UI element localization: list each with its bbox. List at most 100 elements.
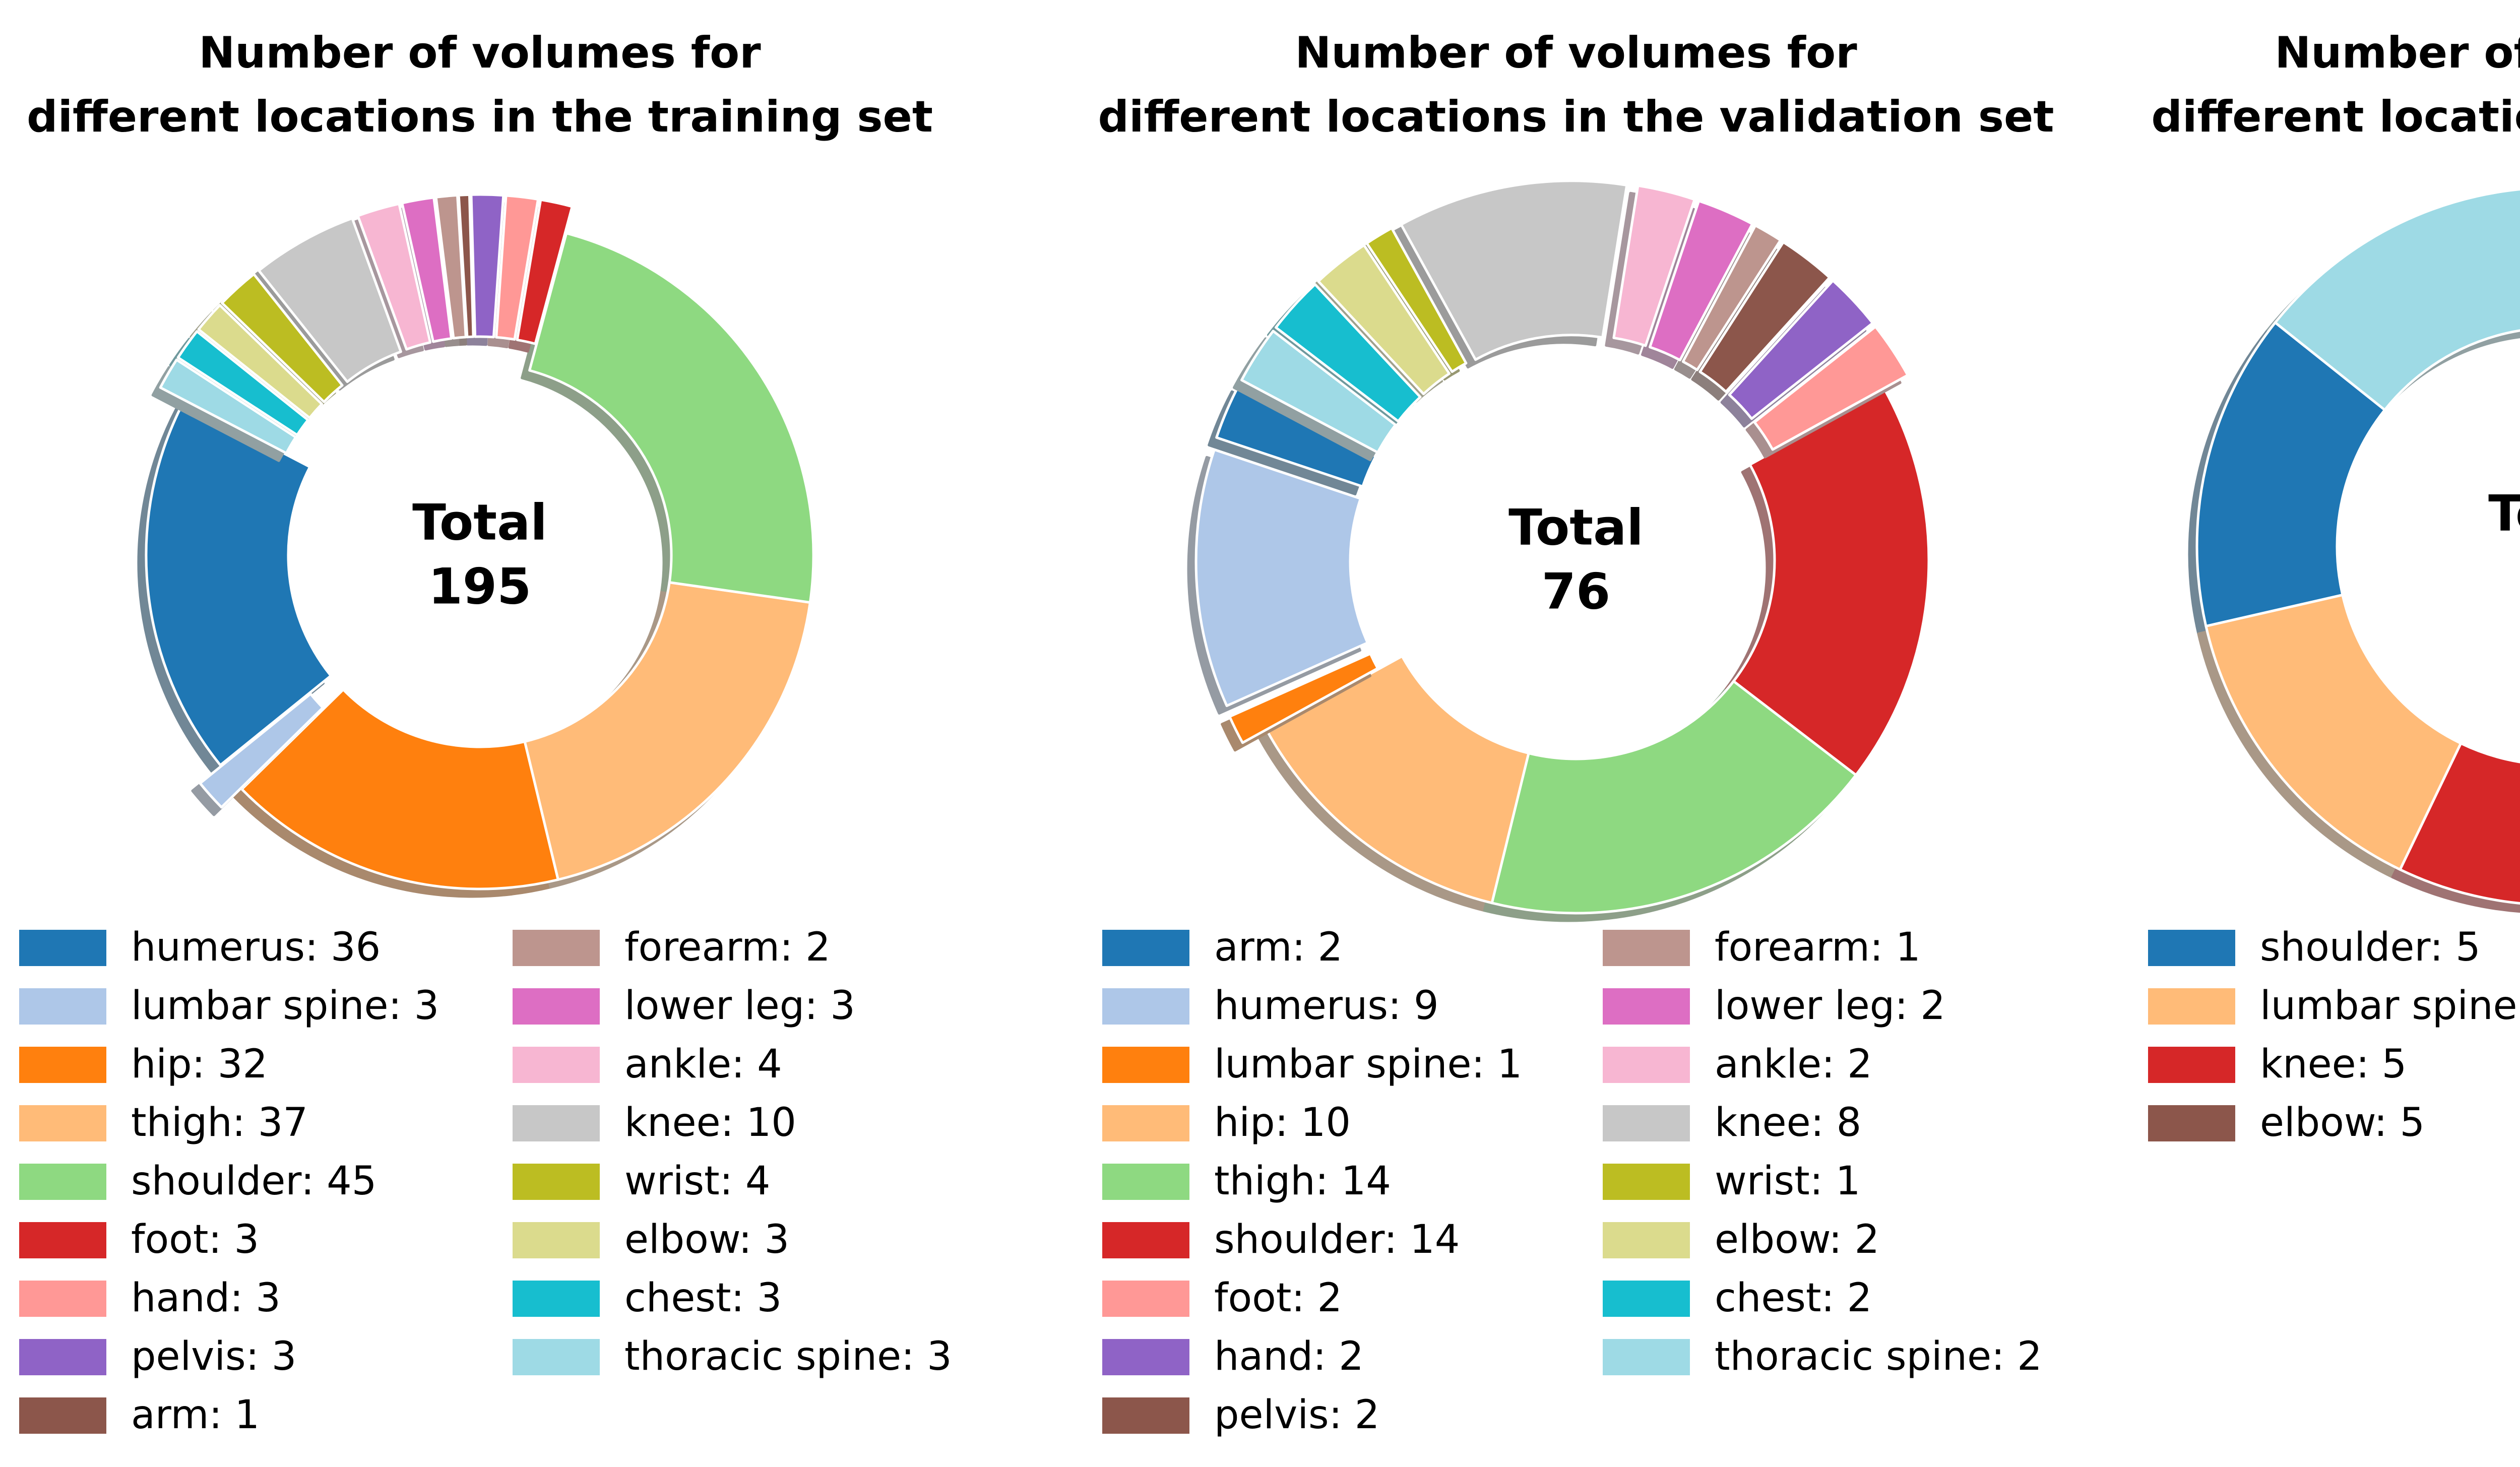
legend-label: hip: 10 [1214,1100,1351,1145]
donut-slice-foot [1753,325,1909,451]
legend-swatch-wrist [513,1163,600,1200]
donut-chart-validation [1187,179,1930,922]
legend-label: shoulder: 5 [2260,925,2481,970]
donut-slice-foot [516,198,574,345]
legend-item-training-pelvis: pelvis: 3 [19,1336,296,1378]
legend-item-training-arm: arm: 1 [19,1392,260,1438]
legend-item-validation-forearm: forearm: 1 [1603,927,1921,969]
donut-chart-training [137,193,815,898]
donut-slice-humerus [145,400,332,767]
legend-swatch-wrist [1603,1163,1690,1200]
legend-item-test-lumbar spine: lumbar spine: 5 [2148,985,2520,1027]
legend-swatch-hand [19,1280,106,1317]
legend-swatch-arm [19,1397,106,1434]
legend-label: hip: 32 [131,1042,268,1087]
donut-slice-elbow [197,304,324,419]
legend-label: chest: 3 [624,1275,782,1321]
donut-slice-shoulder [528,232,815,604]
legend-label: wrist: 4 [624,1159,771,1204]
legend-swatch-chest [513,1280,600,1317]
legend-item-validation-pelvis: pelvis: 2 [1102,1394,1379,1436]
donut-slice-thigh [1490,680,1857,915]
legend-label: lower leg: 3 [624,983,855,1029]
title-line-1: Number of volumes for [2275,28,2520,78]
donut-slice-pelvis [1698,240,1831,393]
chart-title-validation: Number of volumes for different location… [1098,21,2054,150]
center-total-value: 35 [2488,546,2520,610]
legend-swatch-lumbar spine [2148,988,2235,1025]
center-total-label: Total [1508,499,1644,557]
legend-item-training-hand: hand: 3 [19,1278,281,1319]
donut-slice-thigh [523,581,811,881]
legend-item-validation-hand: hand: 2 [1102,1336,1364,1378]
donut-slice-forearm [1681,224,1782,371]
legend-swatch-ankle [1603,1046,1690,1083]
legend-label: wrist: 1 [1715,1159,1861,1204]
legend-item-test-elbow: elbow: 5 [2148,1102,2425,1144]
legend-label: arm: 1 [131,1392,260,1438]
title-line-2: different locations in the validation se… [1098,92,2054,143]
legend-swatch-hip [19,1046,106,1083]
donut-slice-thoracic spine [159,358,297,455]
donut-slice-hand [2274,188,2520,411]
legend-item-training-lumbar spine: lumbar spine: 3 [19,985,439,1027]
legend-item-test-shoulder: shoulder: 5 [2148,927,2481,969]
legend-label: chest: 2 [1715,1275,1872,1321]
legend-swatch-shoulder [19,1163,106,1200]
center-total-value: 195 [428,558,532,616]
donut-slice-hip [1266,655,1530,905]
title-line-1: Number of volumes for [199,28,761,78]
legend-swatch-knee [1603,1105,1690,1141]
legend-item-validation-shoulder: shoulder: 14 [1102,1219,1460,1261]
legend-item-validation-thigh: thigh: 14 [1102,1161,1391,1202]
legend-swatch-elbow [1603,1222,1690,1258]
legend-swatch-knee [2148,1046,2235,1083]
legend-item-validation-lumbar spine: lumbar spine: 1 [1102,1044,1522,1086]
legend-item-test-knee: knee: 5 [2148,1044,2407,1086]
donut-slice-thoracic spine [1240,330,1397,454]
legend-swatch-elbow [2148,1105,2235,1141]
donut-slice-knee [2399,742,2520,905]
legend-swatch-humerus [1102,988,1189,1025]
donut-slice-chest [176,330,309,436]
legend-label: lumbar spine: 1 [1214,1042,1523,1087]
donut-slice-knee [1400,179,1628,361]
legend-label: humerus: 9 [1214,983,1439,1029]
legend-item-training-hip: hip: 32 [19,1044,268,1086]
legend-swatch-lower leg [513,988,600,1025]
legend-item-training-wrist: wrist: 4 [513,1161,770,1202]
legend-swatch-lumbar spine [19,988,106,1025]
center-total-label: Total [2488,485,2520,543]
legend-swatch-forearm [513,929,600,966]
legend-label: lower leg: 2 [1715,983,1945,1029]
legend-swatch-pelvis [1102,1397,1189,1434]
legend-item-validation-lower leg: lower leg: 2 [1603,983,1945,1029]
center-total-value: 76 [1541,563,1611,621]
donut-slice-chest [1275,283,1422,423]
legend-label: thoracic spine: 3 [624,1334,952,1379]
legend-label: knee: 5 [2260,1042,2407,1087]
legend-item-validation-ankle: ankle: 2 [1603,1044,1872,1086]
donut-slice-ankle [356,202,432,351]
legend-item-validation-hip: hip: 10 [1102,1100,1351,1145]
legend-swatch-thoracic spine [513,1338,600,1375]
donut-slice-humerus [1194,448,1369,708]
title-line-2: different locations in the training set [27,92,933,143]
donut-slice-lower leg [1649,200,1754,361]
legend-item-training-thigh: thigh: 37 [19,1102,308,1144]
legend-swatch-pelvis [19,1338,106,1375]
legend-swatch-foot [19,1222,106,1258]
legend-item-validation-foot: foot: 2 [1102,1278,1342,1319]
chart-title-test: Number of volumes for different location… [2151,21,2520,150]
legend-swatch-knee [513,1105,600,1141]
legend-label: hand: 2 [1214,1334,1364,1379]
legend-swatch-forearm [1603,929,1690,966]
donut-chart-test [2188,188,2520,913]
donut-slice-hip [240,688,559,890]
donut-slice-ankle [1612,184,1696,347]
legend-item-training-humerus: humerus: 36 [19,927,381,969]
legend-swatch-hand [1102,1338,1189,1375]
legend-item-training-lower leg: lower leg: 3 [513,983,855,1029]
legend-label: forearm: 2 [624,925,831,970]
legend-label: shoulder: 45 [131,1159,377,1204]
